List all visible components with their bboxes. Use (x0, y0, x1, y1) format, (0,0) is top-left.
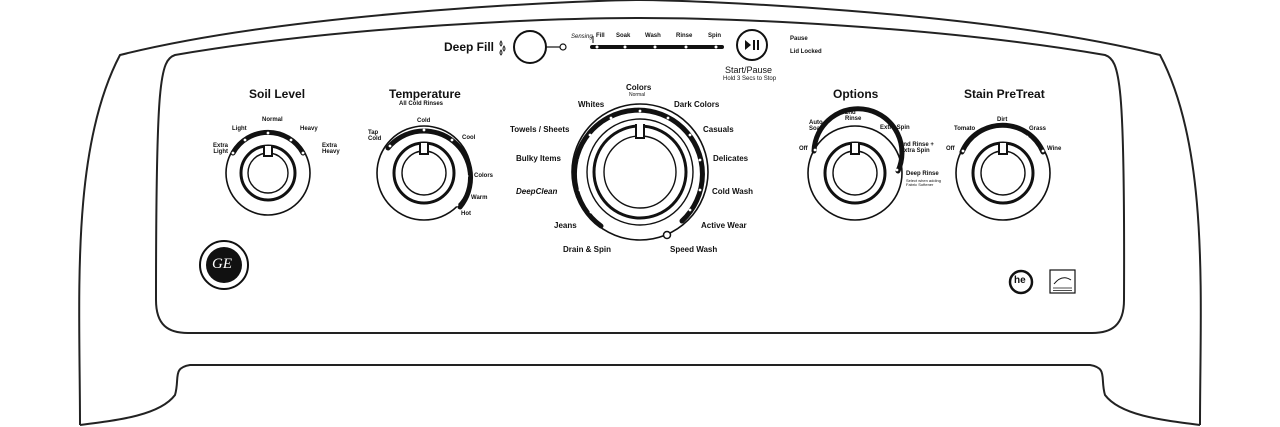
progress-lights (595, 45, 718, 49)
temperature-cool: Cool (462, 135, 476, 141)
cycle-bulky-items: Bulky Items (516, 154, 561, 163)
cycle-cold-wash: Cold Wash (712, 187, 754, 196)
cycle-jeans: Jeans (554, 221, 577, 230)
temperature-colors: Colors (474, 173, 494, 179)
console-lip-outline (79, 364, 1201, 426)
cycle-delicates: Delicates (713, 154, 749, 163)
cycle-colors-normal: Normal (629, 92, 646, 98)
options-title: Options (833, 87, 879, 101)
options-extra-spin: Extra Spin (880, 125, 910, 131)
options-position-dots (813, 128, 899, 172)
temperature-hot: Hot (461, 211, 471, 217)
deep-fill-indicator-light (559, 43, 567, 51)
start-pause-label: Start/Pause (725, 65, 773, 75)
soil-level-heavy: Heavy (300, 126, 318, 132)
he-logo-icon (1008, 269, 1034, 295)
speed-wash-position-marker (662, 230, 672, 240)
progress-stage-fill: Fill (596, 33, 605, 39)
options-knob[interactable] (807, 106, 905, 221)
stain-pretreat-tomato: Tomato (954, 126, 976, 132)
temperature-cold: Cold (417, 118, 431, 124)
play-icon (745, 40, 751, 50)
cycle-speed-wash: Speed Wash (670, 245, 718, 254)
soil-level-light: Light (232, 126, 247, 132)
pause-icon-bar-right (757, 40, 759, 50)
ge-logo-text: GE (212, 256, 232, 272)
he-logo-text: he (1014, 275, 1026, 286)
soil-level-position-dots (231, 131, 305, 155)
deep-fill-label: Deep Fill (444, 40, 495, 54)
temperature-subtitle: All Cold Rinses (399, 101, 444, 107)
cycle-casuals: Casuals (703, 125, 734, 134)
stain-pretreat-off: Off (946, 146, 955, 152)
energy-star-icon (1049, 269, 1076, 294)
temperature-title: Temperature (389, 87, 461, 101)
start-pause-button[interactable] (736, 29, 768, 61)
progress-stage-wash: Wash (645, 33, 661, 39)
stain-pretreat-dirt: Dirt (997, 117, 1008, 123)
pause-icon-bar-left (753, 40, 755, 50)
progress-stage-rinse: Rinse (676, 33, 693, 39)
progress-stage-sensing: Sensing (571, 34, 593, 40)
soil-level-extra-light: Extra Light (212, 143, 228, 155)
pause-status-light: Pause (790, 36, 808, 42)
lid-locked-status-light: Lid Locked (790, 49, 822, 55)
cycle-towels-sheets: Towels / Sheets (510, 125, 570, 134)
options-deep-rinse-note: Select when adding Fabric Softener (906, 178, 941, 187)
cycle-colors: Colors (626, 83, 652, 92)
cycle-drain-spin: Drain & Spin (563, 245, 612, 254)
water-drop-icon (499, 40, 506, 56)
soil-level-normal: Normal (262, 117, 283, 123)
ge-logo-icon (199, 240, 249, 290)
start-pause-hint: Hold 3 Secs to Stop (723, 76, 777, 82)
options-second-rinse-extra-spin: 2nd Rinse + Extra Spin (900, 142, 934, 154)
options-second-rinse: 2nd Rinse (845, 110, 862, 122)
options-auto-soak: Auto Soak (809, 120, 824, 132)
stain-pretreat-grass: Grass (1029, 126, 1047, 132)
options-off: Off (799, 146, 808, 152)
stain-pretreat-title: Stain PreTreat (964, 87, 1045, 101)
stain-pretreat-knob[interactable] (955, 122, 1051, 221)
soil-level-title: Soil Level (249, 87, 306, 101)
temperature-tap-cold: Tap Cold (368, 130, 382, 142)
stain-pretreat-position-dots (961, 128, 1045, 153)
progress-stage-soak: Soak (616, 33, 631, 39)
soil-level-extra-heavy: Extra Heavy (322, 143, 340, 155)
cycle-deepclean: DeepClean (516, 187, 558, 196)
deep-fill-button[interactable] (513, 30, 547, 64)
options-deep-rinse: Deep Rinse (906, 171, 939, 177)
cycle-active-wear: Active Wear (701, 221, 747, 230)
cycle-dark-colors: Dark Colors (674, 100, 720, 109)
cycle-selector-knob[interactable] (571, 103, 709, 241)
soil-level-knob[interactable] (225, 129, 311, 216)
temperature-position-dots (388, 128, 469, 207)
progress-stage-spin: Spin (708, 33, 721, 39)
temperature-warm: Warm (471, 195, 488, 201)
console-outline (78, 0, 1202, 426)
temperature-knob[interactable] (376, 125, 474, 221)
control-panel-outline (154, 16, 1126, 334)
cycle-position-dots (578, 109, 702, 214)
cycle-whites: Whites (578, 100, 605, 109)
stain-pretreat-wine: Wine (1047, 146, 1062, 152)
